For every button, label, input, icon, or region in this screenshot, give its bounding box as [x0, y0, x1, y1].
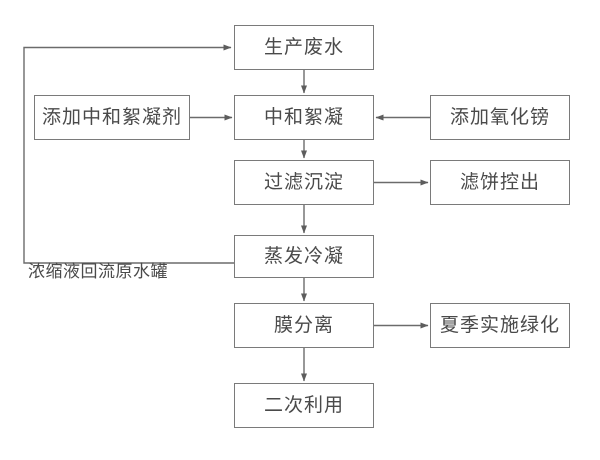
node-secondary-utilization[interactable]: 二次利用: [234, 383, 374, 428]
node-label: 蒸发冷凝: [263, 246, 344, 267]
node-add-neutralizing-flocculant[interactable]: 添加中和絮凝剂: [34, 95, 190, 140]
node-label: 过滤沉淀: [263, 172, 344, 193]
node-label: 添加中和絮凝剂: [41, 107, 182, 128]
node-neutralization-flocculation[interactable]: 中和絮凝: [234, 95, 374, 140]
node-filter-cake-discharge[interactable]: 滤饼控出: [430, 160, 570, 205]
node-filtration-precipitation[interactable]: 过滤沉淀: [234, 160, 374, 205]
node-label: 生产废水: [263, 37, 344, 58]
node-label: 二次利用: [263, 395, 344, 416]
node-evaporation-condensation[interactable]: 蒸发冷凝: [234, 235, 374, 278]
edge-evaporation-recycle-to-wastewater: [23, 44, 234, 264]
node-production-wastewater[interactable]: 生产废水: [234, 25, 374, 70]
node-add-magnesium-oxide[interactable]: 添加氧化镑: [430, 95, 570, 140]
node-label: 添加氧化镑: [449, 107, 550, 128]
node-label: 膜分离: [273, 315, 334, 336]
node-label: 滤饼控出: [459, 172, 540, 193]
node-membrane-separation[interactable]: 膜分离: [234, 303, 374, 348]
node-label: 夏季实施绿化: [439, 315, 560, 336]
node-summer-greening[interactable]: 夏季实施绿化: [430, 303, 570, 348]
concentrate-return-label: 浓缩液回流原水罐: [28, 262, 168, 281]
node-label: 中和絮凝: [263, 107, 344, 128]
